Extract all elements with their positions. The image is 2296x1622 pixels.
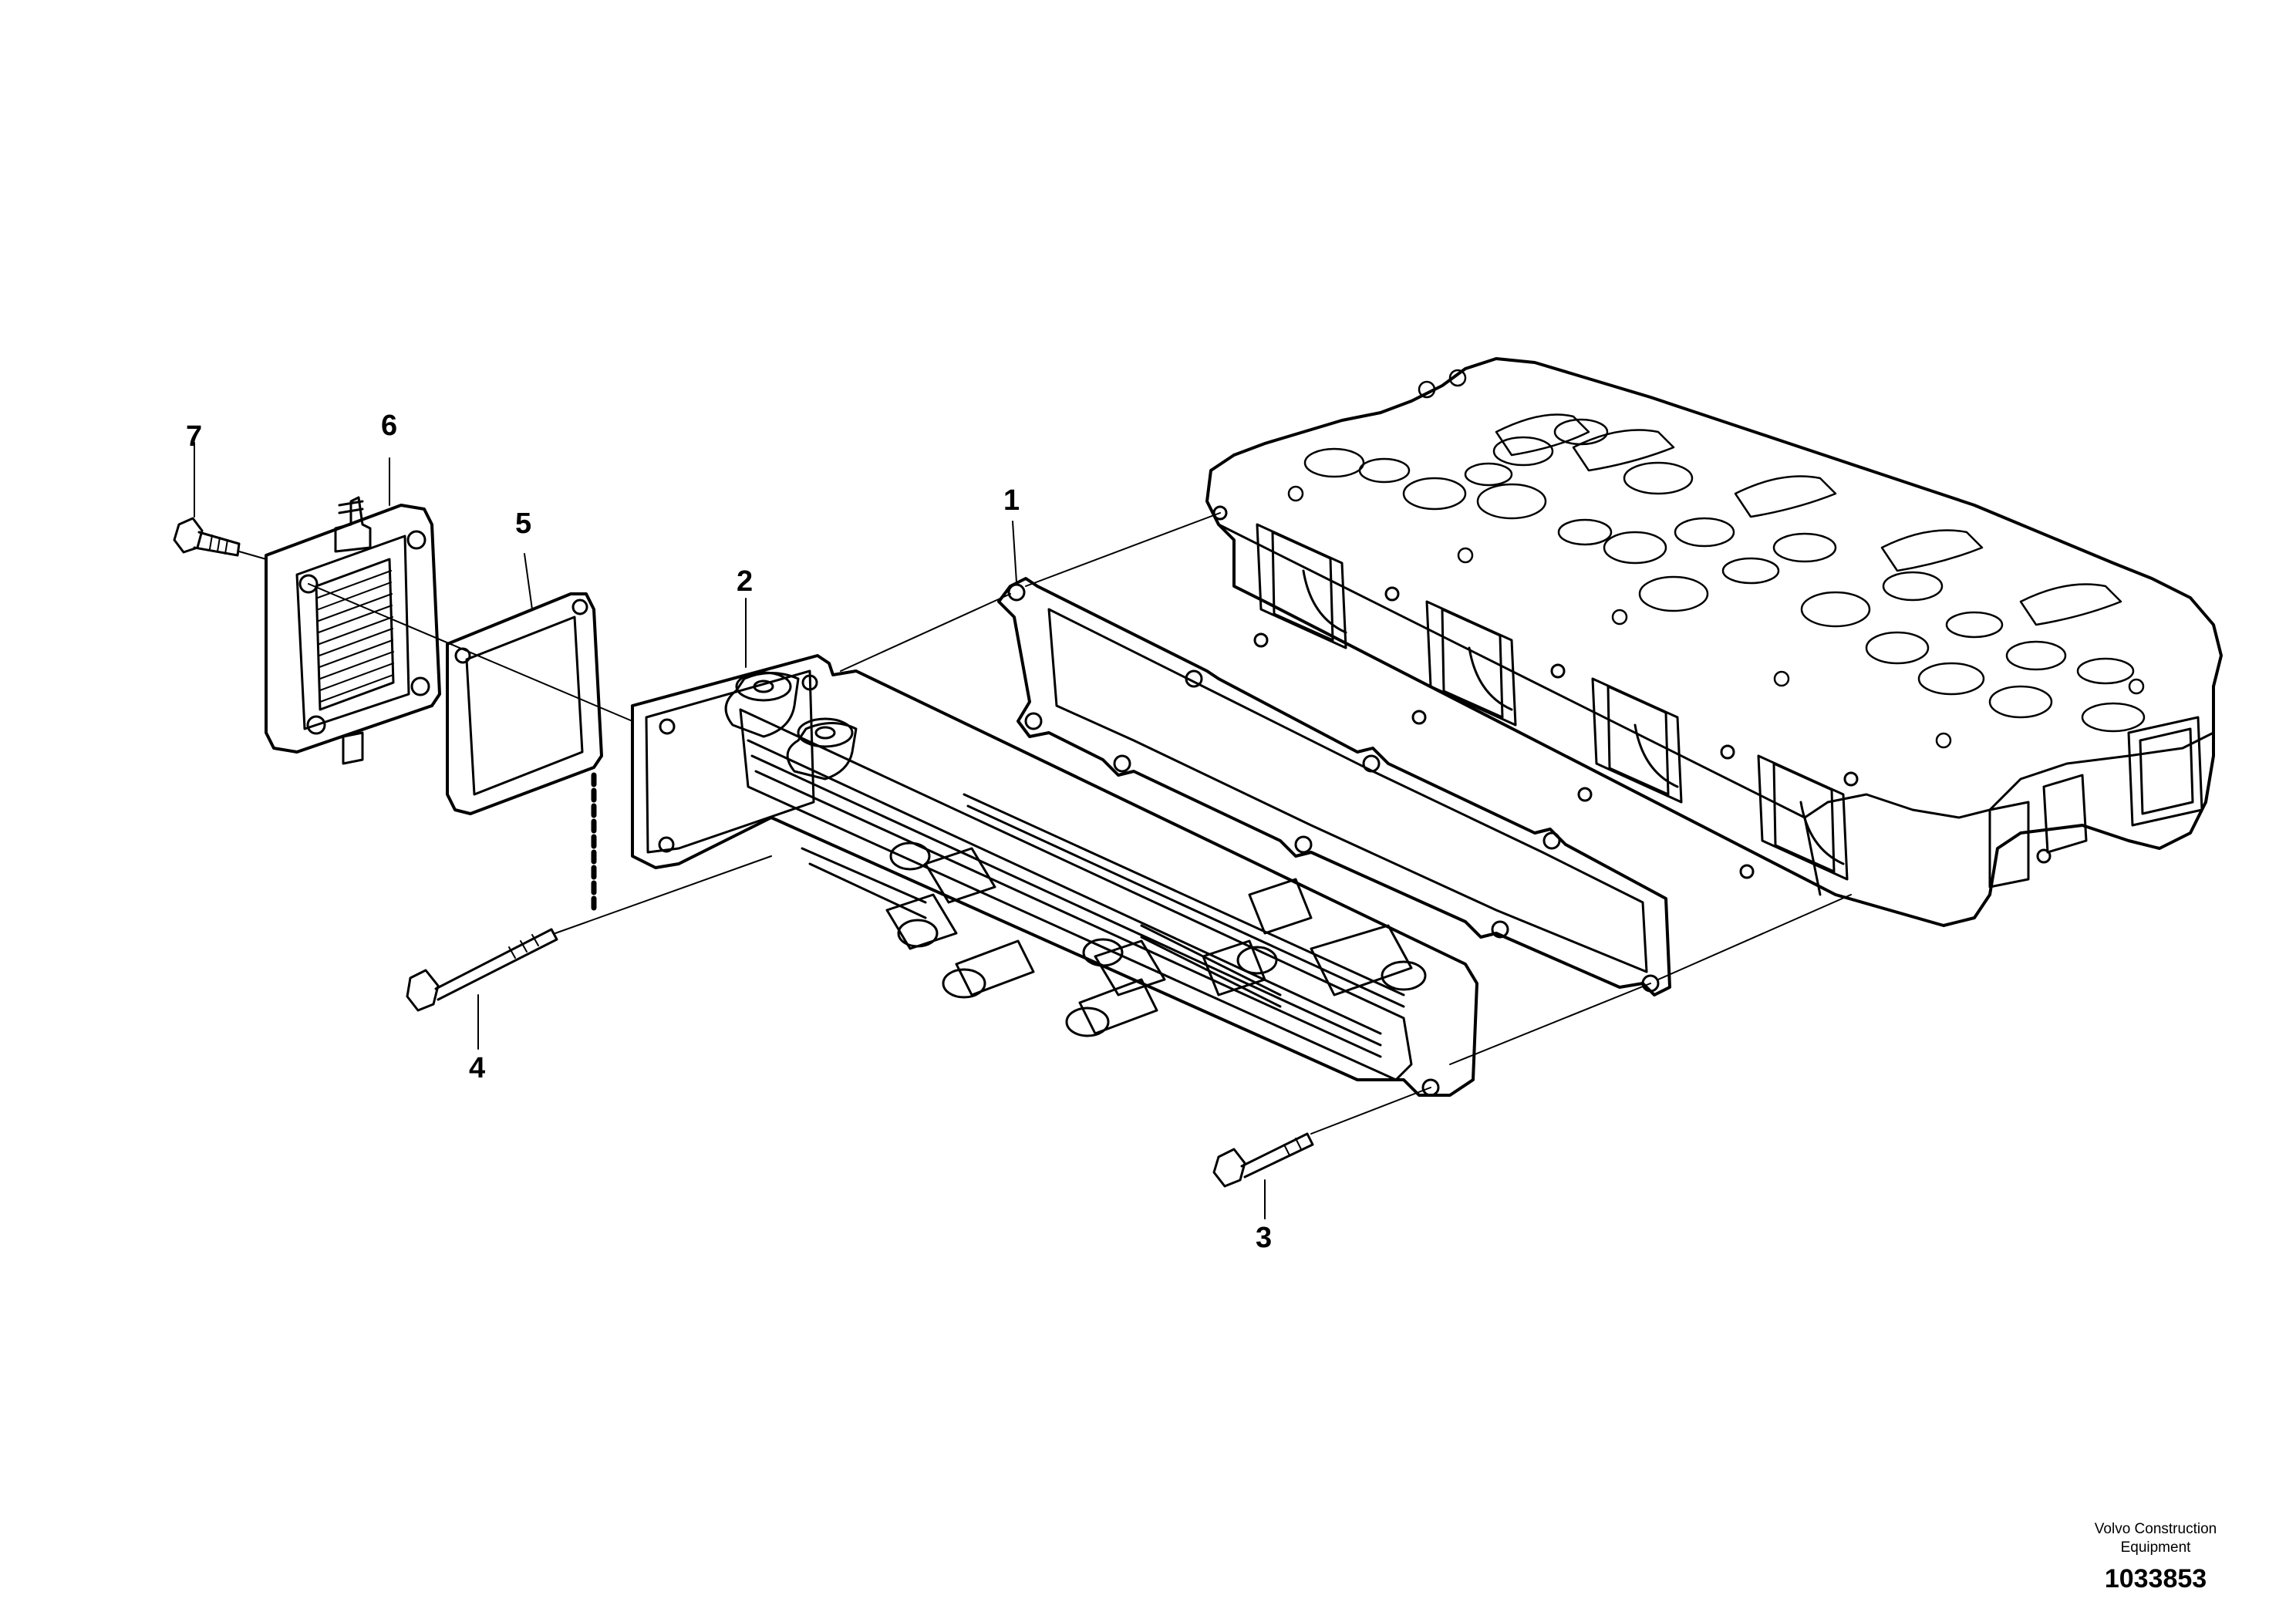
bolt-3: [1212, 1132, 1314, 1188]
heater-gasket: [446, 592, 603, 815]
preheater-element: [265, 496, 441, 765]
callout-7: 7: [186, 420, 203, 453]
document-number: 1033853: [2104, 1564, 2207, 1593]
manifold-gasket: [997, 577, 1671, 996]
brand-name-line2: Equipment: [2120, 1539, 2191, 1556]
intake-manifold: [631, 654, 1478, 1097]
callout-5: 5: [515, 508, 532, 540]
assembly-lines: [194, 442, 1852, 1219]
callout-3: 3: [1256, 1222, 1273, 1254]
callout-6: 6: [381, 410, 398, 442]
bolt-4: [406, 928, 558, 1012]
brand-name-line1: Volvo Construction: [2094, 1521, 2217, 1537]
cylinder-head: [1205, 357, 2223, 927]
bolt-7: [173, 517, 241, 557]
callout-1: 1: [1003, 484, 1020, 517]
callout-4: 4: [469, 1052, 486, 1084]
callout-2: 2: [737, 565, 754, 598]
